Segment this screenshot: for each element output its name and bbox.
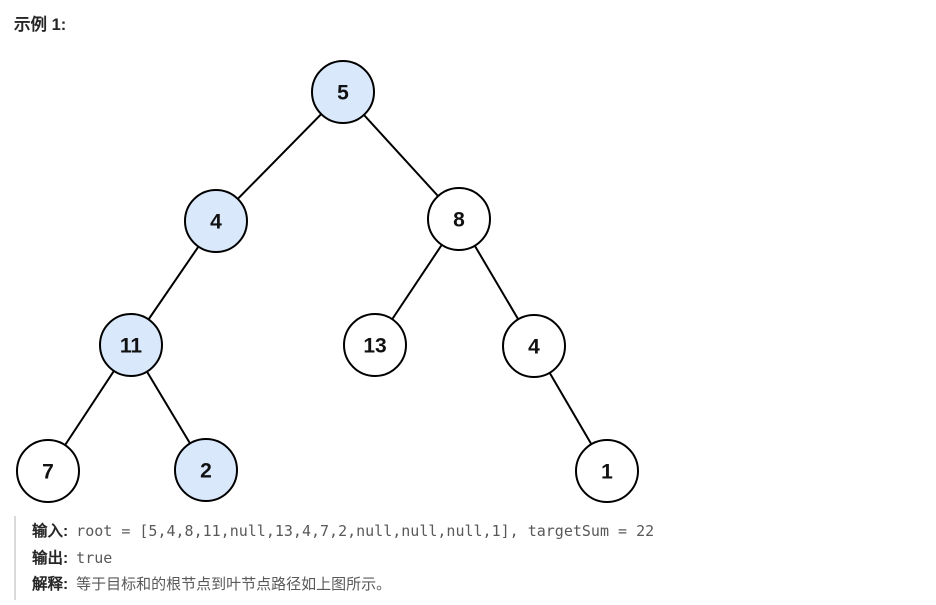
tree-node-value: 7 xyxy=(42,461,54,484)
tree-node-11: 11 xyxy=(99,313,163,377)
tree-node-1: 1 xyxy=(575,439,639,503)
tree-node-circle-highlighted xyxy=(99,313,163,377)
explanation-line: 解释: 等于目标和的根节点到叶节点路径如上图所示。 xyxy=(32,572,892,598)
tree-node-value: 1 xyxy=(601,461,613,484)
output-label: 输出: xyxy=(32,550,69,567)
tree-node-13: 13 xyxy=(343,313,407,377)
tree-node-8: 8 xyxy=(427,187,491,251)
tree-node-circle xyxy=(575,439,639,503)
tree-node-4: 4 xyxy=(502,314,566,378)
tree-node-7: 7 xyxy=(16,439,80,503)
explanation-label: 解释: xyxy=(32,576,69,593)
tree-node-value: 4 xyxy=(210,211,222,234)
explanation-value: 等于目标和的根节点到叶节点路径如上图所示。 xyxy=(76,576,392,593)
tree-node-circle-highlighted xyxy=(311,60,375,124)
tree-node-value: 5 xyxy=(337,82,349,105)
output-value: true xyxy=(76,549,113,567)
tree-node-value: 2 xyxy=(200,460,212,483)
output-line: 输出: true xyxy=(32,545,892,572)
input-label: 输入: xyxy=(32,523,69,540)
tree-node-circle xyxy=(343,313,407,377)
tree-node-circle-highlighted xyxy=(184,189,248,253)
tree-node-4: 4 xyxy=(184,189,248,253)
tree-node-circle xyxy=(16,439,80,503)
tree-node-circle-highlighted xyxy=(174,438,238,502)
tree-node-value: 4 xyxy=(528,336,540,359)
tree-node-5: 5 xyxy=(311,60,375,124)
input-value: root = [5,4,8,11,null,13,4,7,2,null,null… xyxy=(76,522,655,540)
tree-node-value: 13 xyxy=(363,335,386,358)
tree-node-value: 11 xyxy=(120,335,143,358)
tree-node-2: 2 xyxy=(174,438,238,502)
input-line: 输入: root = [5,4,8,11,null,13,4,7,2,null,n… xyxy=(32,518,892,545)
tree-node-circle xyxy=(502,314,566,378)
example-title: 示例 1: xyxy=(14,16,67,34)
binary-tree-diagram: 5 4 8 11 13 4 7 2 1 xyxy=(16,60,639,503)
tree-node-value: 8 xyxy=(453,209,465,232)
tree-node-circle xyxy=(427,187,491,251)
example-io-block: 输入: root = [5,4,8,11,null,13,4,7,2,null,n… xyxy=(14,516,892,600)
